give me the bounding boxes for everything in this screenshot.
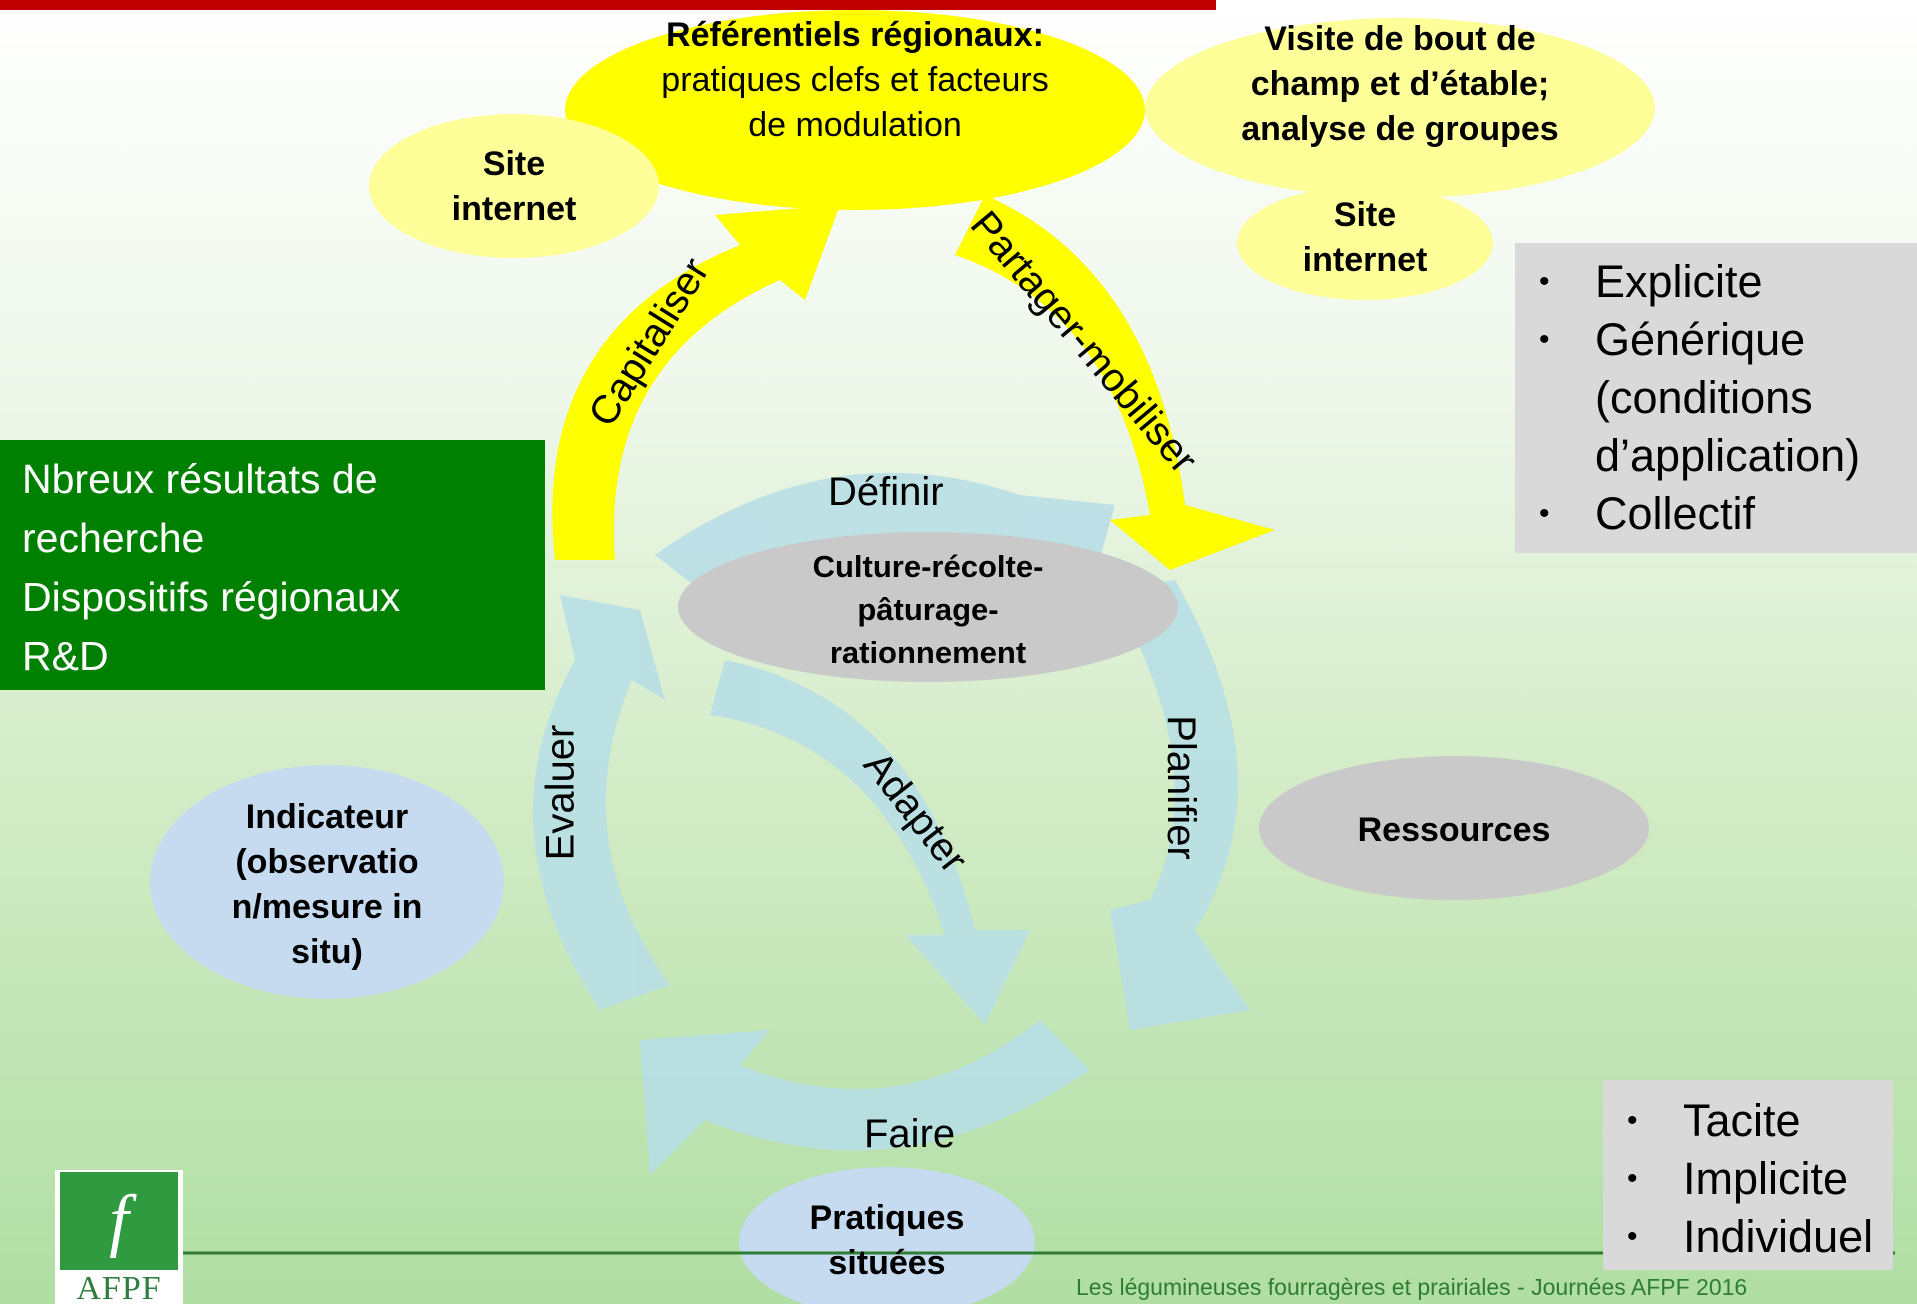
explicit-list: •Explicite •Générique (conditions d’appl… xyxy=(1539,253,1917,543)
tacit-item: •Implicite xyxy=(1627,1153,1849,1204)
explicit-knowledge-box: •Explicite •Générique (conditions d’appl… xyxy=(1515,243,1917,553)
green-line-4: R&D xyxy=(22,633,109,679)
site-left-ellipse xyxy=(369,114,659,258)
definir-label: Définir xyxy=(828,470,944,514)
afpf-logo: f AFPF xyxy=(55,1170,183,1307)
evaluer-arrow xyxy=(533,595,670,1010)
yellow-arrows xyxy=(552,195,1275,570)
pratiques-ellipse xyxy=(739,1167,1035,1304)
culture-ellipse xyxy=(678,532,1178,682)
faire-arrow xyxy=(640,1020,1090,1175)
research-results-box: Nbreux résultats de recherche Dispositif… xyxy=(0,440,545,690)
title-bar xyxy=(0,0,1216,10)
site-left-text: Site internet xyxy=(451,145,577,228)
culture-text: Culture-récolte-pâturage-rationnement xyxy=(812,549,1044,670)
referentiels-text: Référentiels régionaux: pratiques clefs … xyxy=(655,13,1055,148)
tacit-list: •Tacite •Implicite •Individuel xyxy=(1627,1092,1893,1266)
site-right-text: Site internet xyxy=(1302,196,1428,279)
green-line-3: Dispositifs régionaux xyxy=(22,574,401,620)
referentiels-bold: Référentiels régionaux: xyxy=(666,16,1044,54)
partager-arrow xyxy=(955,195,1275,570)
tacit-item: •Individuel xyxy=(1627,1211,1874,1262)
logo-text: AFPF xyxy=(76,1270,162,1307)
planifier-label: Planifier xyxy=(1158,715,1203,860)
ressources-text: Ressources xyxy=(1357,811,1551,849)
pratiques-text: Pratiques situées xyxy=(809,1199,965,1282)
ressources-ellipse xyxy=(1259,756,1649,900)
evaluer-label: Evaluer xyxy=(538,724,583,861)
tacit-knowledge-box: •Tacite •Implicite •Individuel xyxy=(1603,1080,1893,1270)
logo-letter: f xyxy=(109,1182,129,1259)
referentiels-ellipse xyxy=(565,10,1145,210)
explicit-item: •Explicite xyxy=(1539,256,1763,307)
footer-text: Les légumineuses fourragères et prairial… xyxy=(1076,1274,1748,1300)
visite-text: Visite de bout de champ et d’étable; ana… xyxy=(1241,20,1559,148)
indicateur-ellipse xyxy=(150,765,504,999)
indicateur-text: Indicateur (observatio n/mesure in situ) xyxy=(231,798,423,971)
capitaliser-arrow xyxy=(552,205,840,560)
logo-leaf: f xyxy=(60,1172,178,1270)
tacit-item: •Tacite xyxy=(1627,1095,1801,1146)
site-right-ellipse xyxy=(1237,186,1493,300)
explicit-item: •Collectif xyxy=(1539,488,1756,539)
adapter-arrow xyxy=(710,660,1030,1025)
green-line-1: Nbreux résultats de xyxy=(22,456,378,502)
faire-label: Faire xyxy=(864,1112,956,1156)
referentiels-normal: pratiques clefs et facteurs de modulatio… xyxy=(661,61,1049,144)
planifier-arrow xyxy=(1110,580,1250,1030)
explicit-item: •Générique (conditions d’application) xyxy=(1539,314,1861,481)
visite-ellipse xyxy=(1145,18,1655,198)
green-line-2: recherche xyxy=(22,515,205,561)
